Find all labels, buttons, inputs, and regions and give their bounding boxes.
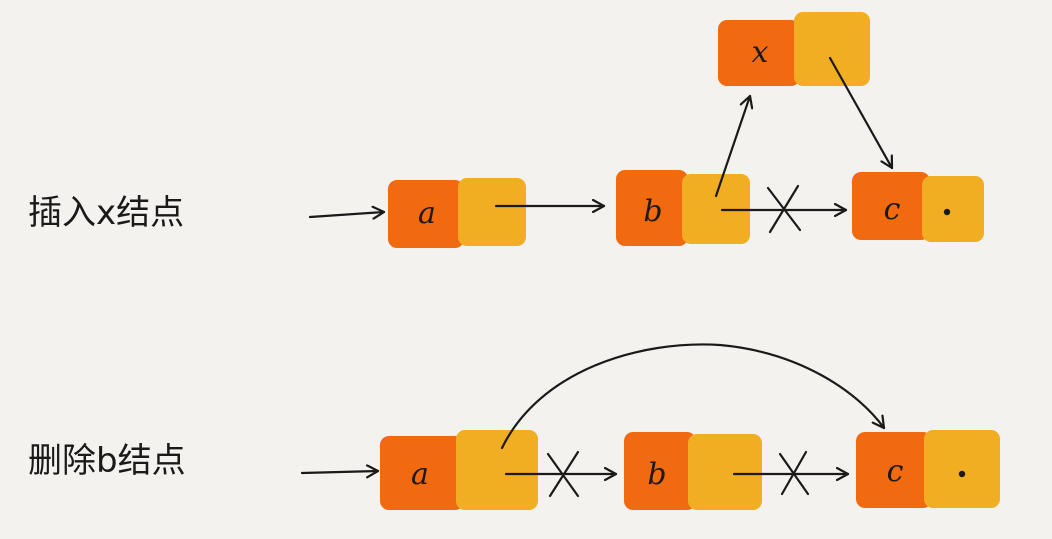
insert-node-c: c: [852, 172, 984, 242]
delete-section: 删除b结点 a b: [28, 343, 1000, 510]
delete-cross-mark-b-c: [778, 450, 810, 496]
delete-head-arrow: [300, 471, 380, 473]
insert-node-c-label: c: [884, 192, 901, 227]
insert-node-x-label: x: [752, 35, 769, 70]
insert-node-x-data: [718, 20, 800, 86]
insert-arrow-x-to-c: [828, 56, 894, 170]
insert-node-b-data: [616, 170, 688, 246]
delete-node-a-data: [380, 436, 464, 510]
delete-node-c-label: c: [887, 454, 904, 489]
insert-node-b-next: [682, 174, 750, 244]
insert-section: 插入x结点 a b x: [28, 12, 984, 248]
delete-bypass-arrow-a-to-c: [500, 343, 886, 450]
delete-node-b: b: [624, 432, 762, 510]
insert-node-a: a: [388, 178, 526, 248]
insert-cross-mark: [766, 184, 802, 234]
insert-node-a-label: a: [418, 196, 436, 231]
insert-node-c-data: [852, 172, 930, 240]
delete-node-a-next: [456, 430, 538, 510]
insert-arrow-b-to-x: [714, 94, 750, 198]
insert-node-c-next: [922, 176, 984, 242]
insert-node-b: b: [616, 170, 750, 246]
insert-null-pointer-dot: [943, 208, 951, 216]
insert-caption: 插入x结点: [28, 193, 184, 233]
delete-node-c-next: [924, 430, 1000, 508]
delete-caption: 删除b结点: [28, 441, 186, 481]
insert-node-x-next: [794, 12, 870, 86]
insert-node-a-next: [458, 178, 526, 246]
delete-null-pointer-dot: [958, 470, 966, 478]
delete-node-b-data: [624, 432, 696, 510]
delete-node-c: c: [856, 430, 1000, 508]
delete-node-b-label: b: [647, 457, 666, 492]
delete-node-b-next: [688, 434, 762, 510]
insert-node-x: x: [718, 12, 870, 86]
delete-node-a: a: [380, 430, 538, 510]
insert-node-a-data: [388, 180, 464, 248]
delete-cross-mark-a-b: [546, 450, 580, 498]
delete-node-a-label: a: [411, 457, 429, 492]
insert-node-b-label: b: [643, 194, 662, 229]
delete-node-c-data: [856, 432, 932, 508]
insert-head-arrow: [308, 212, 386, 217]
